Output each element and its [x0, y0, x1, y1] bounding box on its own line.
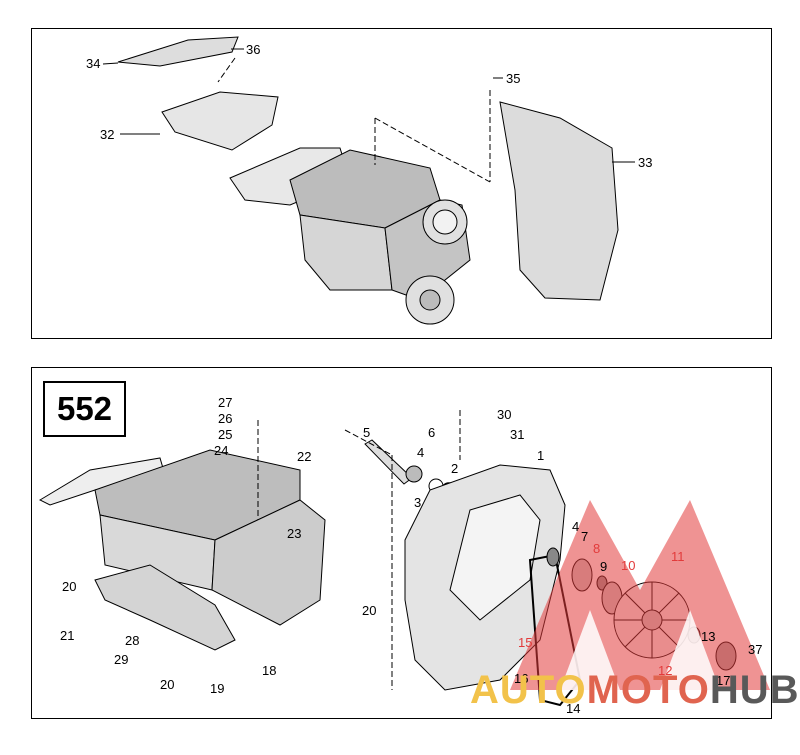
- callout-20b: 20: [362, 603, 377, 618]
- callout-14: 14: [566, 701, 581, 716]
- engine-top-shape: [229, 147, 471, 325]
- part-33-shape: [499, 101, 619, 301]
- part-5-shape: [364, 439, 413, 485]
- callout-34: 34: [86, 56, 101, 71]
- callout-22: 22: [297, 449, 312, 464]
- callout-1: 1: [537, 448, 545, 463]
- callout-2: 2: [451, 461, 459, 476]
- callout-11: 11: [671, 549, 685, 564]
- callout-30: 30: [497, 407, 512, 422]
- callout-37: 37: [748, 642, 763, 657]
- callout-3: 3: [414, 495, 422, 510]
- callout-16: 16: [514, 671, 529, 686]
- callout-13: 13: [701, 629, 716, 644]
- part-32-shape: [161, 91, 279, 151]
- callout-21: 21: [60, 628, 75, 643]
- callout-17: 17: [716, 673, 731, 688]
- part-34-shape: [117, 36, 239, 67]
- callout-4a: 4: [417, 445, 425, 460]
- part-21-bracket: [94, 564, 236, 651]
- callout-9: 9: [600, 559, 608, 574]
- part-4-seal-ring: [546, 547, 560, 567]
- callout-12: 12: [658, 663, 673, 678]
- callout-24: 24: [214, 443, 229, 458]
- callout-15: 15: [518, 635, 533, 650]
- callout-36: 36: [246, 42, 261, 57]
- watermark-triangle-logo: [510, 500, 770, 690]
- watermark-hub: HUB: [709, 668, 800, 712]
- callout-35: 35: [506, 71, 521, 86]
- callout-19: 19: [210, 681, 225, 696]
- callout-20c: 20: [160, 677, 175, 692]
- callout-28: 28: [125, 633, 140, 648]
- part-4-bearing: [405, 465, 423, 483]
- watermark-brand: AUTOMOTOHUB: [470, 670, 800, 710]
- callout-31: 31: [510, 427, 525, 442]
- callout-23: 23: [287, 526, 302, 541]
- callout-20a: 20: [62, 579, 77, 594]
- callout-32: 32: [100, 127, 115, 142]
- callout-8: 8: [593, 541, 601, 556]
- callout-7: 7: [581, 529, 589, 544]
- callout-5: 5: [363, 425, 371, 440]
- callout-6: 6: [428, 425, 436, 440]
- callout-18: 18: [262, 663, 277, 678]
- callout-4b: 4: [572, 519, 580, 534]
- watermark-moto: MOTO: [586, 668, 710, 712]
- callout-26: 26: [218, 411, 233, 426]
- callout-33: 33: [638, 155, 653, 170]
- model-number-box: 552: [43, 381, 126, 437]
- callout-25: 25: [218, 427, 233, 442]
- callout-27: 27: [218, 395, 233, 410]
- callout-29: 29: [114, 652, 129, 667]
- part-22-air-silencer: [38, 449, 326, 626]
- callout-10: 10: [621, 558, 636, 573]
- watermark-auto: AUTO: [470, 668, 587, 712]
